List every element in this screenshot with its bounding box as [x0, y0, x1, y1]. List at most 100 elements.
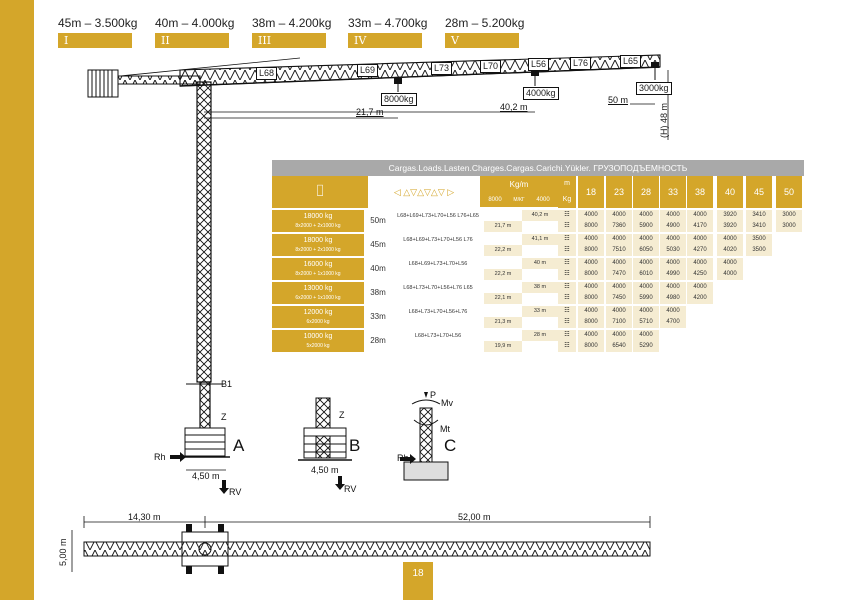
- load-table: Cargas.Loads.Lasten.Charges.Cargas.Caric…: [272, 160, 804, 356]
- row-0-b-0: 8000: [578, 221, 604, 232]
- row-3-b-1: 7450: [606, 293, 632, 304]
- row-0-b-5: 3920: [717, 221, 743, 232]
- jib-section-l70: L70: [480, 60, 502, 73]
- row-2-b-7: [776, 269, 802, 280]
- row-3-b-7: [776, 293, 802, 304]
- row-4-a-0: 4000: [578, 306, 604, 317]
- row-0-a-2: 4000: [633, 210, 659, 221]
- row-0-a-4: 4000: [687, 210, 713, 221]
- header-radius-28: 28: [633, 176, 659, 208]
- figure-b: [298, 397, 352, 461]
- row-5-a-5: [717, 330, 743, 341]
- fig-a-b1: B1: [221, 379, 233, 389]
- header-unit: Kg/m: [480, 176, 558, 194]
- row-2-a-6: [746, 258, 772, 269]
- config-4-roman: IV: [354, 34, 367, 47]
- row-2-hook-b: ☷: [558, 269, 576, 280]
- row-2-b-5: 4000: [717, 269, 743, 280]
- row-1-hook-a: ☷: [558, 234, 576, 245]
- config-4: 33m – 4.700kg IV: [348, 16, 427, 48]
- row-0-r2: 21,7 m: [484, 221, 522, 232]
- row-1-ballast-box: [272, 234, 364, 256]
- row-3-b-4: 4200: [687, 293, 713, 304]
- config-3-badge: III: [252, 33, 326, 48]
- row-4-r2: 21,3 m: [484, 317, 522, 328]
- row-4-reach: 33m: [364, 306, 392, 328]
- row-0-b-7: 3000: [776, 221, 802, 232]
- row-2-a-7: [776, 258, 802, 269]
- row-4-sections: L68+L73+L70+L56+L76: [392, 306, 484, 328]
- config-2: 40m – 4.000kg II: [155, 16, 234, 48]
- row-0-a-7: 3000: [776, 210, 802, 221]
- row-0-b-6: 3410: [746, 221, 772, 232]
- row-1-b-3: 5030: [660, 245, 686, 256]
- row-1-a-3: 4000: [660, 234, 686, 245]
- header-radius-38: 38: [687, 176, 713, 208]
- row-1-hook-b: ☷: [558, 245, 576, 256]
- height-label: (H) 48 m: [659, 102, 669, 138]
- fig-b-z: Z: [339, 410, 345, 420]
- row-3-b-5: [717, 293, 743, 304]
- row-4-b-7: [776, 317, 802, 328]
- row-2-b-4: 4250: [687, 269, 713, 280]
- fig-c-mv: Mv: [441, 398, 453, 408]
- row-5-a-6: [746, 330, 772, 341]
- row-1-r1: 41,1 m: [522, 234, 558, 245]
- row-2-b-6: [746, 269, 772, 280]
- load-3000: 3000kg: [636, 82, 672, 95]
- row-3-a-4: 4000: [687, 282, 713, 293]
- config-3-roman: III: [258, 34, 272, 47]
- figure-c: [403, 392, 449, 481]
- row-0-a-5: 3920: [717, 210, 743, 221]
- row-3-sections: L68+L73+L70+L56+L76 L65: [392, 282, 484, 304]
- row-1-reach: 45m: [364, 234, 392, 256]
- row-2-b-1: 7470: [606, 269, 632, 280]
- row-2-a-4: 4000: [687, 258, 713, 269]
- tower: [180, 81, 230, 458]
- config-4-text: 33m – 4.700kg: [348, 16, 428, 30]
- row-3-a-1: 4000: [606, 282, 632, 293]
- row-3-a-3: 4000: [660, 282, 686, 293]
- header-kg: Kg: [558, 192, 576, 208]
- row-2-r2: 22,2 m: [484, 269, 522, 280]
- counter-jib: [87, 69, 201, 98]
- row-5-b-6: [746, 341, 772, 352]
- fig-a-letter: A: [233, 436, 245, 455]
- row-1-a-6: 3500: [746, 234, 772, 245]
- fig-c-p: P: [430, 390, 437, 400]
- header-radius-18: 18: [578, 176, 604, 208]
- row-3-a-5: [717, 282, 743, 293]
- row-5-hook-b: ☷: [558, 341, 576, 352]
- fig-b-base: 4,50 m: [311, 465, 339, 475]
- row-3-ballast-detail: 6x2000 + 1x1000 kg: [295, 295, 341, 301]
- side-accent-bar: [0, 0, 34, 600]
- row-5-r1: 28 m: [522, 330, 558, 341]
- row-0-r1: 40,2 m: [522, 210, 558, 221]
- row-1-a-4: 4000: [687, 234, 713, 245]
- row-2-b-2: 6010: [633, 269, 659, 280]
- row-1-b-4: 4270: [687, 245, 713, 256]
- row-3-r2: 22,1 m: [484, 293, 522, 304]
- row-2-a-2: 4000: [633, 258, 659, 269]
- row-0-hook-a: ☷: [558, 210, 576, 221]
- page-number: 18: [403, 562, 433, 600]
- fig-a-rh: Rh: [154, 452, 166, 462]
- row-4-b-6: [746, 317, 772, 328]
- config-5-roman: V: [451, 34, 459, 47]
- plan-right-dim: 52,00 m: [458, 512, 491, 522]
- jib-section-l76: L76: [570, 57, 592, 70]
- row-4-r1: 33 m: [522, 306, 558, 317]
- row-5-a-4: [687, 330, 713, 341]
- row-0-b-2: 5900: [633, 221, 659, 232]
- row-2-ballast: 16000 kg: [303, 261, 333, 268]
- fig-b-letter: B: [349, 436, 361, 455]
- row-1-a-5: 4000: [717, 234, 743, 245]
- row-4-a-3: 4000: [660, 306, 686, 317]
- row-3-b-3: 4980: [660, 293, 686, 304]
- row-5-b-4: [687, 341, 713, 352]
- fig-c-mt: Mt: [440, 424, 450, 434]
- fig-b-rv: RV: [344, 484, 357, 494]
- header-radius-40: 40: [717, 176, 743, 208]
- row-0-ballast-box: [272, 210, 364, 232]
